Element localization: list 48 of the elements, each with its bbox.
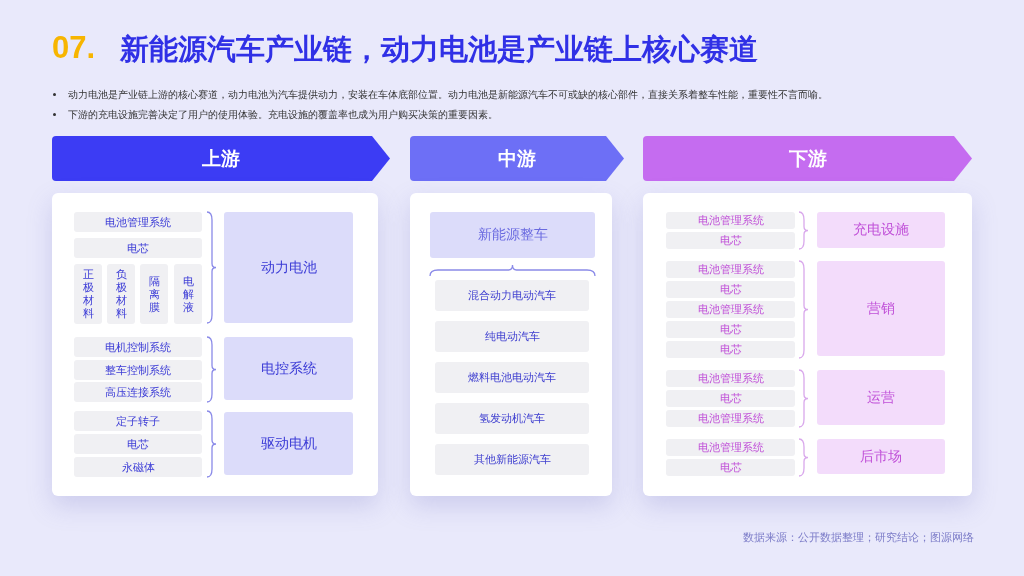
component-tag: 电池管理系统 — [666, 439, 795, 456]
vehicle-type-tag: 燃料电池电动汽车 — [435, 362, 589, 393]
section-number: 07. — [52, 30, 96, 66]
vehicle-type-tag: 其他新能源汽车 — [435, 444, 589, 475]
component-tag: 定子转子 — [74, 411, 202, 431]
component-tag: 电芯 — [666, 390, 795, 407]
component-tag: 负极材料 — [107, 264, 135, 324]
category-panel: 后市场 — [817, 439, 945, 474]
category-panel: 充电设施 — [817, 212, 945, 248]
component-tag: 电芯 — [74, 434, 202, 454]
category-panel: 电控系统 — [224, 337, 353, 400]
stage-banner: 下游 — [643, 136, 972, 181]
component-tag: 电芯 — [666, 459, 795, 476]
bullet-text: 下游的充电设施完善决定了用户的使用体验。充电设施的覆盖率也成为用户购买决策的重要因素。 — [68, 108, 498, 122]
component-tag: 电芯 — [666, 321, 795, 338]
component-tag: 电池管理系统 — [666, 301, 795, 318]
stage-banner: 上游 — [52, 136, 390, 181]
component-tag: 正极材料 — [74, 264, 102, 324]
component-tag: 电芯 — [666, 281, 795, 298]
vehicle-panel: 新能源整车 — [430, 212, 595, 258]
component-tag: 整车控制系统 — [74, 360, 202, 380]
card — [643, 193, 972, 496]
component-tag: 电池管理系统 — [666, 370, 795, 387]
component-tag: 高压连接系统 — [74, 382, 202, 402]
card — [52, 193, 378, 496]
card — [410, 193, 612, 496]
vehicle-type-tag: 混合动力电动汽车 — [435, 280, 589, 311]
component-tag: 电芯 — [74, 238, 202, 258]
component-tag: 电芯 — [666, 232, 795, 249]
vehicle-type-tag: 纯电动汽车 — [435, 321, 589, 352]
component-tag: 电解液 — [174, 264, 202, 324]
category-panel: 驱动电机 — [224, 412, 353, 475]
component-tag: 电池管理系统 — [666, 261, 795, 278]
component-tag: 电池管理系统 — [74, 212, 202, 232]
category-panel: 运营 — [817, 370, 945, 425]
category-panel: 营销 — [817, 261, 945, 356]
vehicle-type-tag: 氢发动机汽车 — [435, 403, 589, 434]
category-panel: 动力电池 — [224, 212, 353, 323]
component-tag: 电池管理系统 — [666, 212, 795, 229]
bullet-text: 动力电池是产业链上游的核心赛道，动力电池为汽车提供动力，安装在车体底部位置。动力电池是新能源汽车不可或缺的核心部件，直接关系着整车性能，重要性不言而喻。 — [68, 88, 828, 102]
component-tag: 永磁体 — [74, 457, 202, 477]
component-tag: 隔离膜 — [140, 264, 168, 324]
component-tag: 电芯 — [666, 341, 795, 358]
component-tag: 电池管理系统 — [666, 410, 795, 427]
stage-banner: 中游 — [410, 136, 624, 181]
title: 新能源汽车产业链，动力电池是产业链上核心赛道 — [120, 32, 758, 67]
source-note: 数据来源：公开数据整理；研究结论；图源网络 — [742, 530, 974, 545]
component-tag: 电机控制系统 — [74, 337, 202, 357]
